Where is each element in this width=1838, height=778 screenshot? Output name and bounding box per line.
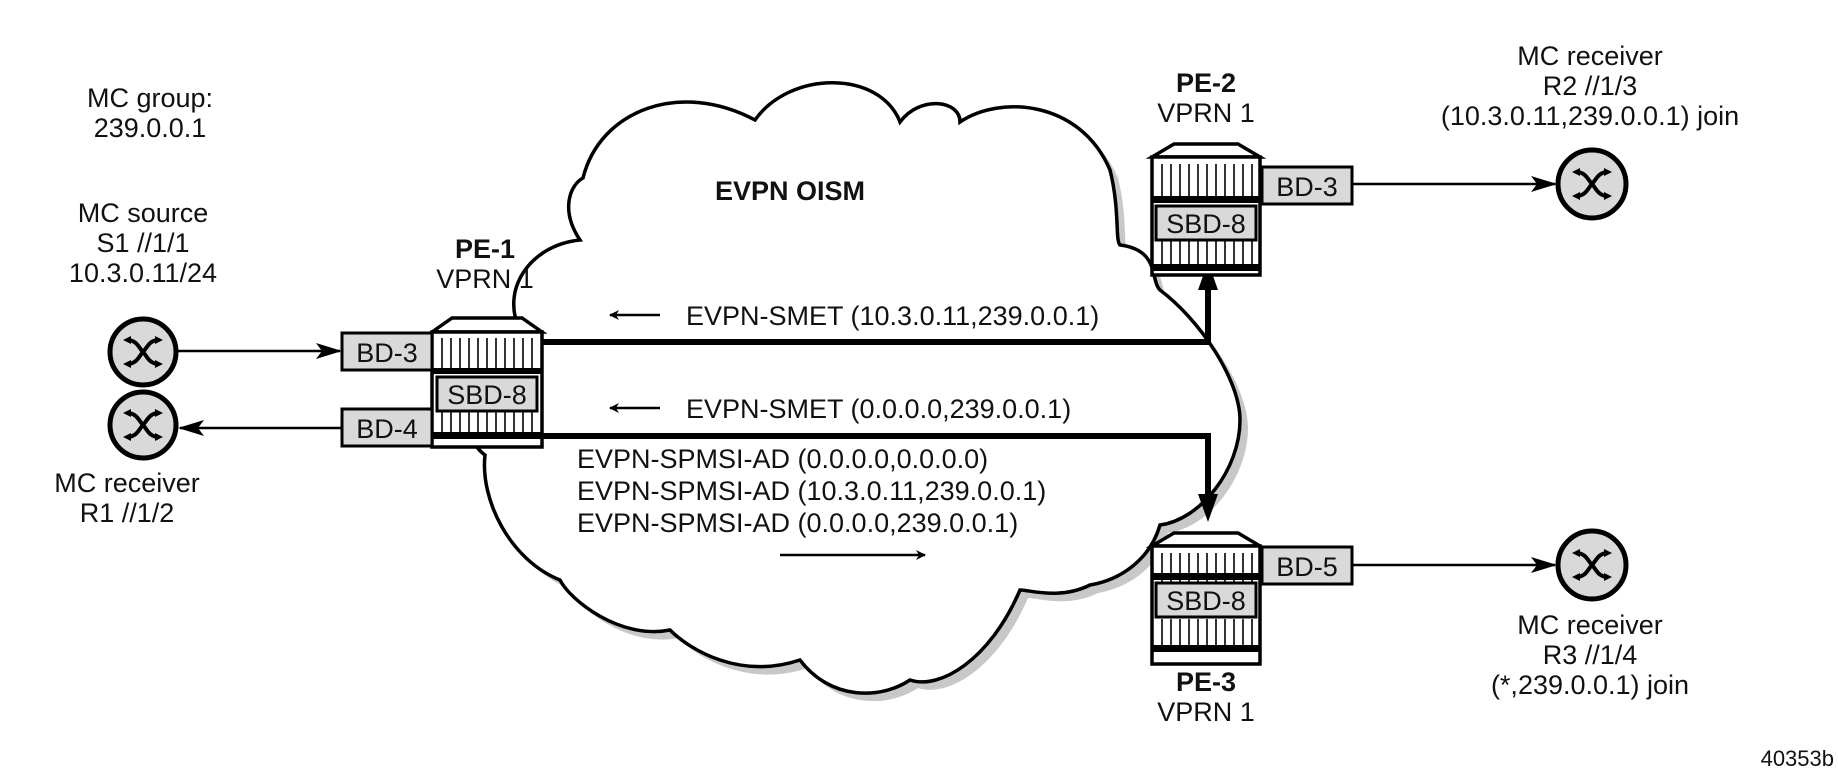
pe2-name: PE-2 [1176,68,1236,98]
receiver-r2-title: MC receiver [1517,41,1663,71]
pe2-bd3-box: BD-3 [1260,165,1354,206]
pe3-bd5-label: BD-5 [1276,552,1338,582]
cloud-label: EVPN OISM [715,176,865,206]
spmsi-route-3: EVPN-SPMSI-AD (0.0.0.0,239.0.0.1) [577,508,1018,538]
source-port: S1 //1/1 [96,228,189,258]
pe1-bd3-box: BD-3 [340,331,434,372]
receiver-r2-port: R2 //1/3 [1543,71,1638,101]
pe3-service: VPRN 1 [1157,697,1255,727]
pe3-sbd-box: SBD-8 [1154,581,1258,619]
mc-receiver-r1-router-icon [107,389,179,461]
pe2-sbd-label: SBD-8 [1166,209,1246,239]
spmsi-route-1: EVPN-SPMSI-AD (0.0.0.0,0.0.0.0) [577,444,988,474]
pe3-arrowhead [1198,494,1218,522]
spmsi-route-2: EVPN-SPMSI-AD (10.3.0.11,239.0.0.1) [577,476,1046,506]
pe1-name: PE-1 [455,234,515,264]
pe1-bd4-label: BD-4 [356,414,418,444]
pe2-sbd-box: SBD-8 [1154,204,1258,242]
pe2-bd3-label: BD-3 [1276,172,1338,202]
pe1-bd3-label: BD-3 [356,338,418,368]
receiver-r1-port: R1 //1/2 [80,498,175,528]
mc-group-address: 239.0.0.1 [94,113,207,143]
pe3-name: PE-3 [1176,667,1236,697]
pe1-service: VPRN 1 [436,264,534,294]
pe3-bd5-box: BD-5 [1260,545,1354,586]
mc-group-label: MC group: [87,83,213,113]
source-ip: 10.3.0.11/24 [69,258,217,288]
mc-receiver-r3-router-icon [1555,528,1629,602]
pe2-service: VPRN 1 [1157,98,1255,128]
pe3-sbd-label: SBD-8 [1166,586,1246,616]
smet1-route: EVPN-SMET (10.3.0.11,239.0.0.1) [686,301,1099,331]
pe1-to-pe2-data-path [542,282,1211,345]
mc-source-s1-router-icon [107,316,179,388]
pe1-bd4-box: BD-4 [340,407,434,448]
receiver-r3-title: MC receiver [1517,610,1663,640]
pe1-sbd-label: SBD-8 [447,380,527,410]
receiver-r3-port: R3 //1/4 [1543,640,1638,670]
source-title: MC source [78,198,209,228]
receiver-r1-title: MC receiver [54,468,200,498]
pe1-sbd-box: SBD-8 [435,375,539,413]
smet2-route: EVPN-SMET (0.0.0.0,239.0.0.1) [686,394,1071,424]
mc-receiver-r2-router-icon [1555,147,1629,221]
figure-id: 40353b [1761,746,1834,771]
evpn-oism-cloud [465,81,1242,695]
pe1-to-pe3-data-path [542,433,1211,500]
receiver-r2-join: (10.3.0.11,239.0.0.1) join [1441,101,1739,131]
receiver-r3-join: (*,239.0.0.1) join [1491,670,1689,700]
